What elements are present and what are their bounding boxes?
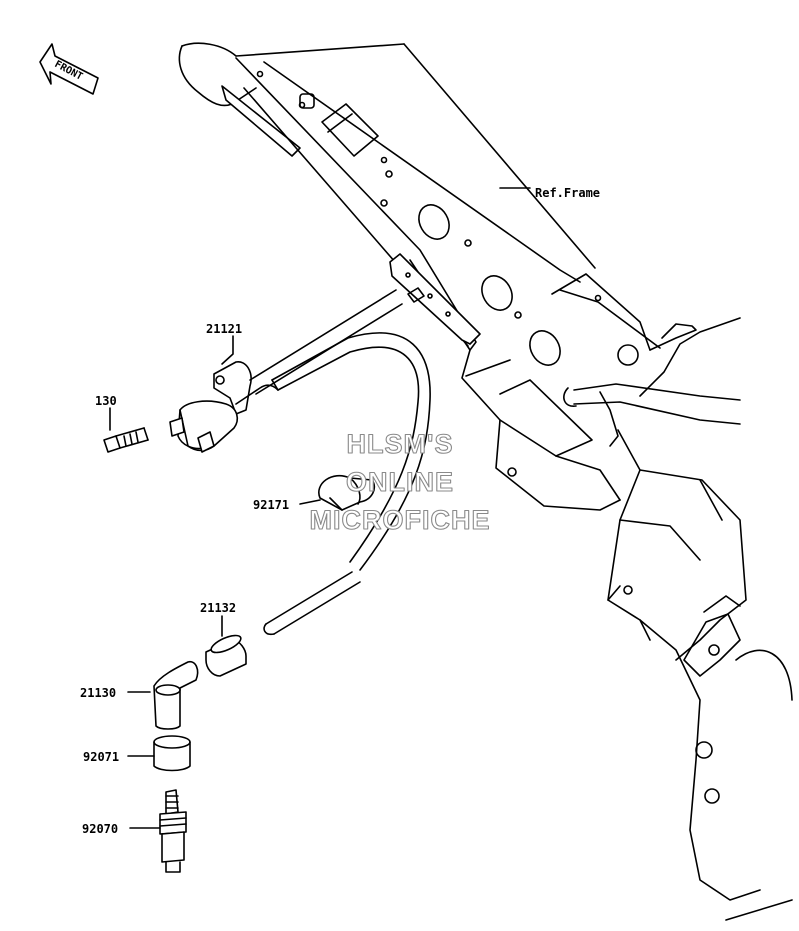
part-label-21130: 21130 bbox=[80, 686, 116, 700]
front-arrow-icon: FRONT bbox=[39, 43, 99, 95]
part-label-92070: 92070 bbox=[82, 822, 118, 836]
watermark: HLSM'S ONLINE MICROFICHE bbox=[309, 428, 491, 535]
ignition-coil[interactable] bbox=[169, 289, 403, 453]
leader-92171 bbox=[299, 499, 321, 505]
cap-seal[interactable] bbox=[205, 632, 247, 677]
watermark-line-1: HLSM'S bbox=[347, 429, 454, 459]
part-label-21132: 21132 bbox=[200, 601, 236, 615]
part-label-92071: 92071 bbox=[83, 750, 119, 764]
watermark-line-2: ONLINE bbox=[346, 467, 454, 497]
ht-lead bbox=[271, 332, 431, 571]
coil-bolt[interactable] bbox=[103, 427, 149, 453]
cap-boot[interactable] bbox=[153, 735, 191, 772]
frame-drawing bbox=[178, 42, 793, 921]
part-label-92171: 92171 bbox=[253, 498, 289, 512]
lead-segment bbox=[265, 571, 353, 625]
ref-frame-label: Ref.Frame bbox=[535, 186, 600, 200]
watermark-line-3: MICROFICHE bbox=[310, 505, 491, 535]
leader-21121 bbox=[221, 335, 234, 365]
spark-plug-cap[interactable] bbox=[153, 660, 199, 730]
part-label-21121: 21121 bbox=[206, 322, 242, 336]
spark-plug[interactable] bbox=[159, 789, 187, 873]
wire-clamp[interactable] bbox=[318, 474, 376, 511]
part-label-130: 130 bbox=[95, 394, 117, 408]
